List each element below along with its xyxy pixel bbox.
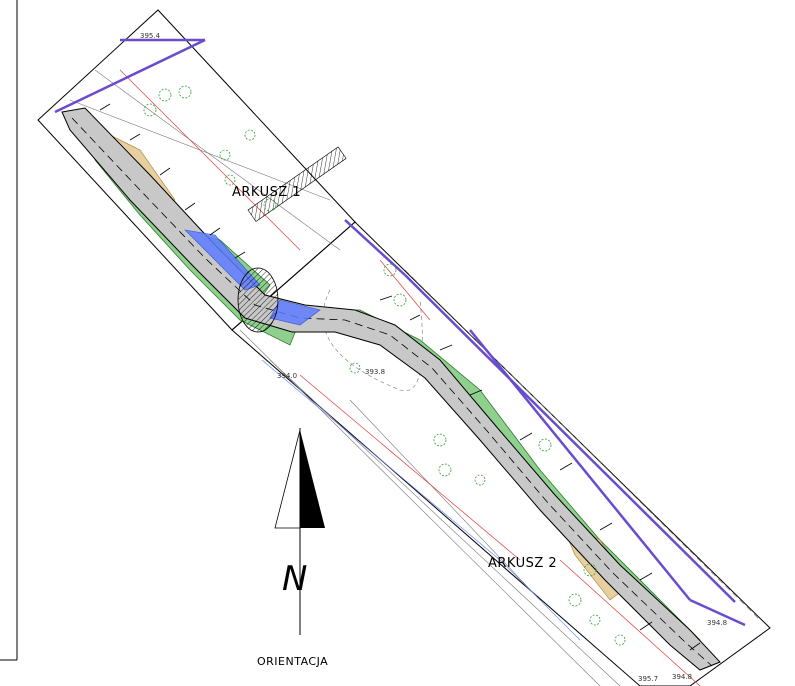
structure-hatch xyxy=(247,146,347,222)
tan-areas xyxy=(99,129,631,601)
orientation-caption: ORIENTACJA xyxy=(257,655,328,668)
sheet-label-1: ARKUSZ 1 xyxy=(232,185,301,200)
sheet-frame-2 xyxy=(231,221,771,686)
elevation-label: 394.8 xyxy=(707,619,727,627)
road xyxy=(61,107,721,671)
property-boundaries xyxy=(54,38,746,627)
elevation-label: 395.4 xyxy=(140,32,161,40)
sheet-label-2: ARKUSZ 2 xyxy=(488,556,557,571)
survey-lines xyxy=(69,69,761,686)
station-markers xyxy=(99,103,701,651)
north-letter: N xyxy=(282,559,307,599)
elevation-label: 395.7 xyxy=(638,675,658,683)
blue-lines xyxy=(261,359,581,641)
elevation-label: 394.0 xyxy=(277,372,297,380)
elevation-label: 394.8 xyxy=(672,673,692,681)
red-lines xyxy=(119,69,701,686)
trees xyxy=(143,85,626,646)
hatched-culvert xyxy=(237,267,279,333)
elevation-label: 393.8 xyxy=(365,368,385,376)
north-arrow: N xyxy=(274,428,325,635)
